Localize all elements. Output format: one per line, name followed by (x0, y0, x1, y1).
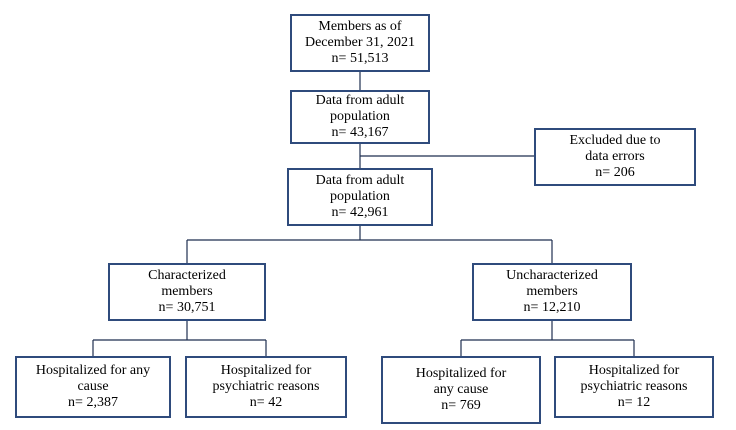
members-line1: Members as of (318, 19, 402, 34)
uncharacterized-line1: Uncharacterized (506, 268, 598, 283)
char-hosp-psych-count: n= 42 (249, 395, 283, 410)
unchar-hosp-any-line1: Hospitalized for (415, 366, 507, 381)
adult-final-line2: population (330, 189, 390, 204)
characterized-line2: members (161, 284, 213, 299)
uncharacterized-hospitalized-psych-box: Hospitalized for psychiatric reasons n= … (554, 356, 714, 418)
char-hosp-any-line1: Hospitalized for any (35, 363, 151, 378)
characterized-line1: Characterized (148, 268, 226, 283)
char-hosp-psych-line2: psychiatric reasons (212, 379, 320, 394)
excluded-box: Excluded due to data errors n= 206 (534, 128, 696, 186)
char-hosp-any-line2: cause (77, 379, 109, 394)
unchar-hosp-any-count: n= 769 (441, 398, 481, 413)
unchar-hosp-any-line2: any cause (433, 382, 489, 397)
adult-initial-line1: Data from adult (315, 93, 405, 108)
characterized-hospitalized-psych-box: Hospitalized for psychiatric reasons n= … (185, 356, 347, 418)
char-hosp-psych-line1: Hospitalized for (220, 363, 312, 378)
members-line2: December 31, 2021 (304, 35, 416, 50)
uncharacterized-members-box: Uncharacterized members n= 12,210 (472, 263, 632, 321)
characterized-count: n= 30,751 (158, 300, 216, 315)
excluded-count: n= 206 (595, 165, 635, 180)
excluded-line2: data errors (585, 149, 645, 164)
unchar-hosp-psych-line1: Hospitalized for (588, 363, 680, 378)
members-count: n= 51,513 (331, 51, 389, 66)
adult-final-count: n= 42,961 (331, 205, 389, 220)
adult-initial-line2: population (330, 109, 390, 124)
adult-population-initial-box: Data from adult population n= 43,167 (290, 90, 430, 144)
excluded-line1: Excluded due to (569, 133, 661, 148)
adult-final-line1: Data from adult (315, 173, 405, 188)
uncharacterized-line2: members (526, 284, 578, 299)
char-hosp-any-count: n= 2,387 (68, 395, 118, 410)
adult-population-final-box: Data from adult population n= 42,961 (287, 168, 433, 226)
adult-initial-count: n= 43,167 (331, 125, 389, 140)
characterized-members-box: Characterized members n= 30,751 (108, 263, 266, 321)
unchar-hosp-psych-line2: psychiatric reasons (580, 379, 688, 394)
characterized-hospitalized-any-box: Hospitalized for any cause n= 2,387 (15, 356, 171, 418)
unchar-hosp-psych-count: n= 12 (617, 395, 651, 410)
uncharacterized-hospitalized-any-box: Hospitalized for any cause n= 769 (381, 356, 541, 424)
members-box: Members as of December 31, 2021 n= 51,51… (290, 14, 430, 72)
uncharacterized-count: n= 12,210 (523, 300, 581, 315)
